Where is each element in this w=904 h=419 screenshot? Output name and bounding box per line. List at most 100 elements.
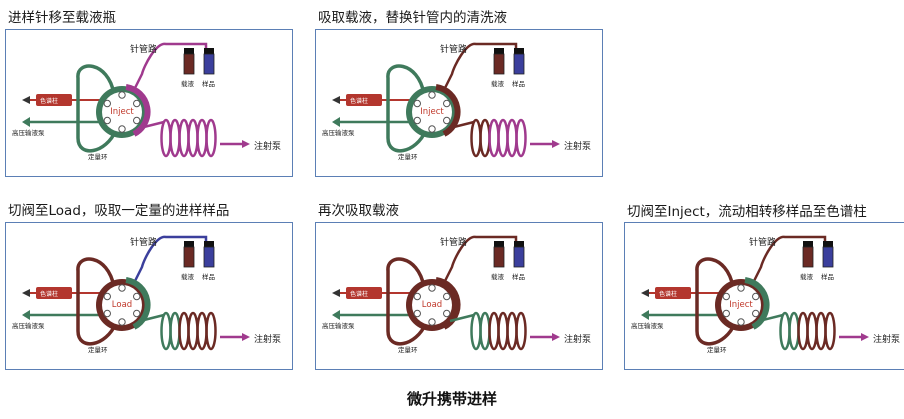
column-label: 色谱柱 bbox=[40, 291, 59, 298]
sample-loop bbox=[695, 257, 737, 346]
loop-label: 定量环 bbox=[398, 153, 418, 161]
loop-label: 定量环 bbox=[88, 153, 108, 161]
valve-state-label: Inject bbox=[110, 107, 134, 117]
flow-schematic bbox=[22, 42, 250, 158]
column-body bbox=[346, 94, 382, 106]
carrier-vial-cap bbox=[184, 241, 194, 247]
carrier-vial-body bbox=[183, 53, 195, 75]
valve-port bbox=[118, 125, 126, 133]
valve-port bbox=[428, 284, 436, 292]
pump-label: 高压输液泵 bbox=[322, 129, 355, 137]
valve-port bbox=[118, 91, 126, 99]
coil-turn bbox=[169, 118, 181, 158]
coil-turn bbox=[470, 311, 482, 351]
flow-schematic bbox=[332, 42, 560, 158]
column-arrow bbox=[22, 96, 30, 104]
column-body bbox=[346, 287, 382, 299]
coil-turn bbox=[160, 118, 172, 158]
column-arrow bbox=[332, 289, 340, 297]
valve-port bbox=[103, 292, 111, 301]
needle-label: 针管路 bbox=[130, 45, 158, 55]
sample-vial-body bbox=[203, 53, 215, 75]
valve-disc bbox=[102, 92, 142, 132]
sample-vial-cap bbox=[204, 241, 214, 247]
pump-arrow bbox=[22, 310, 30, 320]
column-body bbox=[36, 287, 72, 299]
sample-vial-cap bbox=[823, 241, 833, 247]
carrier-vial-body bbox=[493, 246, 505, 268]
carrier-vial-body bbox=[493, 53, 505, 75]
column-label: 色谱柱 bbox=[40, 98, 59, 105]
coil-lead bbox=[758, 313, 784, 323]
sample-loop bbox=[386, 64, 428, 153]
loop-label: 定量环 bbox=[398, 346, 418, 354]
pump-arrow bbox=[332, 117, 340, 127]
coil-turn bbox=[806, 311, 818, 351]
coil-turn bbox=[187, 311, 199, 351]
syringe-label: 注射泵 bbox=[254, 335, 282, 345]
needle-label: 针管路 bbox=[440, 45, 468, 55]
carrier-vial-body bbox=[802, 246, 814, 268]
pump-arrow bbox=[641, 310, 649, 320]
valve-port bbox=[737, 318, 745, 326]
valve-disc bbox=[412, 92, 452, 132]
coil-turn bbox=[497, 311, 509, 351]
coil-turn bbox=[479, 311, 491, 351]
valve-port bbox=[133, 99, 141, 108]
valve-port bbox=[443, 99, 451, 108]
coil-turn bbox=[178, 118, 190, 158]
coil-lead bbox=[139, 120, 165, 130]
sample-vial-cap bbox=[514, 241, 524, 247]
valve-port bbox=[103, 309, 111, 318]
pump-label: 高压输液泵 bbox=[631, 322, 664, 330]
sample-label: 样品 bbox=[512, 273, 525, 281]
pump-arrow bbox=[22, 117, 30, 127]
valve-active-arc bbox=[125, 277, 151, 330]
needle-line bbox=[130, 235, 208, 288]
valve-port bbox=[118, 318, 126, 326]
coil-turn bbox=[169, 311, 181, 351]
valve-port bbox=[428, 125, 436, 133]
flow-schematic bbox=[641, 235, 869, 351]
syringe-label: 注射泵 bbox=[564, 142, 592, 152]
needle-line bbox=[440, 235, 518, 288]
column-body bbox=[655, 287, 691, 299]
coil-turn bbox=[205, 118, 217, 158]
sample-vial-cap bbox=[514, 48, 524, 54]
valve-active-arc bbox=[435, 277, 461, 330]
valve-state-label: Load bbox=[421, 300, 443, 310]
coil-turn bbox=[470, 118, 482, 158]
sample-label: 样品 bbox=[202, 273, 215, 281]
valve-port bbox=[413, 116, 421, 125]
step-2-title: 吸取载液，替换针管内的清洗液 bbox=[318, 10, 507, 26]
needle-line bbox=[440, 42, 518, 95]
sample-loop bbox=[76, 257, 118, 346]
column-arrow bbox=[22, 289, 30, 297]
syringe-arrow bbox=[861, 333, 869, 341]
sample-loop bbox=[76, 64, 118, 153]
valve-disc bbox=[412, 285, 452, 325]
coil-turn bbox=[815, 311, 827, 351]
carrier-label: 载液 bbox=[800, 273, 813, 281]
needle-line bbox=[749, 235, 827, 288]
valve-port bbox=[752, 292, 760, 301]
figure-caption: 微升携带进样 bbox=[406, 390, 497, 408]
coil-turn bbox=[515, 311, 527, 351]
coil-turn bbox=[160, 311, 172, 351]
syringe-arrow bbox=[242, 333, 250, 341]
valve-port bbox=[413, 99, 421, 108]
sample-vial-cap bbox=[204, 48, 214, 54]
coil-turn bbox=[797, 311, 809, 351]
coil-turn bbox=[824, 311, 836, 351]
valve-disc bbox=[102, 285, 142, 325]
syringe-arrow bbox=[552, 140, 560, 148]
valve-port bbox=[737, 284, 745, 292]
valve-active-arc bbox=[435, 84, 461, 137]
valve-active-arc bbox=[744, 277, 770, 330]
coil-turn bbox=[779, 311, 791, 351]
flow-schematic bbox=[22, 235, 250, 351]
carrier-vial-body bbox=[183, 246, 195, 268]
